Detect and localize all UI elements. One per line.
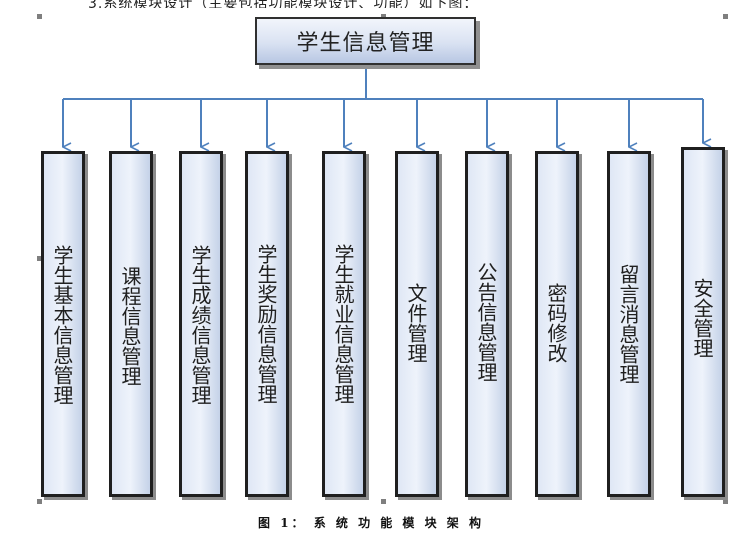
module-label-course-info: 课程信息管理 — [118, 266, 142, 386]
module-label-score-info: 学生成绩信息管理 — [188, 245, 212, 405]
module-message-management[interactable]: 留言消息管理 — [607, 151, 651, 497]
module-label-password-change: 密码修改 — [544, 283, 568, 363]
selection-handle-middle-left[interactable] — [37, 256, 42, 261]
module-score-info[interactable]: 学生成绩信息管理 — [179, 151, 223, 497]
selection-handle-bottom-left[interactable] — [37, 499, 42, 504]
module-label-file-management: 文件管理 — [404, 283, 428, 363]
root-module-box[interactable]: 学生信息管理 — [255, 17, 476, 65]
module-notice-info[interactable]: 公告信息管理 — [465, 151, 509, 497]
selection-handle-middle-right[interactable] — [723, 256, 728, 261]
module-student-basic-info[interactable]: 学生基本信息管理 — [41, 151, 85, 497]
module-label-notice-info: 公告信息管理 — [474, 262, 498, 382]
root-module-label: 学生信息管理 — [296, 31, 435, 56]
module-label-security-management: 安全管理 — [690, 278, 714, 358]
module-file-management[interactable]: 文件管理 — [395, 151, 439, 497]
module-award-info[interactable]: 学生奖励信息管理 — [245, 151, 289, 497]
top-clipped-text: 3.系统模块设计（主要包括功能模块设计、功能）如下图： — [88, 0, 479, 8]
selection-handle-bottom-center[interactable] — [381, 499, 386, 504]
module-security-management[interactable]: 安全管理 — [681, 147, 725, 497]
selection-handle-top-left[interactable] — [37, 14, 42, 19]
module-label-award-info: 学生奖励信息管理 — [254, 244, 278, 404]
selection-handle-top-center[interactable] — [381, 14, 386, 19]
module-label-message-management: 留言消息管理 — [616, 264, 640, 384]
module-employment-info[interactable]: 学生就业信息管理 — [322, 151, 366, 497]
module-label-employment-info: 学生就业信息管理 — [331, 244, 355, 404]
module-password-change[interactable]: 密码修改 — [535, 151, 579, 497]
module-course-info[interactable]: 课程信息管理 — [109, 151, 153, 497]
selection-handle-top-right[interactable] — [723, 14, 728, 19]
module-label-student-basic-info: 学生基本信息管理 — [50, 245, 74, 405]
figure-caption: 图 1： 系 统 功 能 模 块 架 构 — [258, 516, 484, 530]
selection-handle-bottom-right[interactable] — [723, 499, 728, 504]
